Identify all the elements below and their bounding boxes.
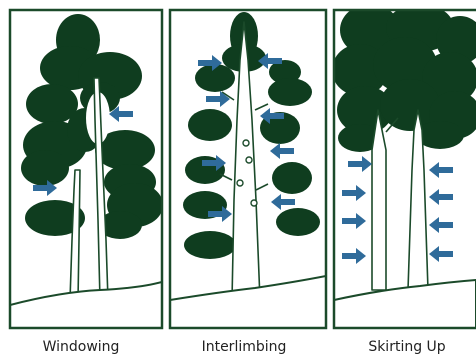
caption-windowing: Windowing [2,336,160,358]
arrow-icon [429,189,453,205]
ground-windowing [10,282,162,330]
arrow-icon [348,156,372,172]
caption-skirting-up: Skirting Up [328,336,476,358]
trunk-skirting-up [372,110,428,290]
arrow-icon [429,246,453,262]
caption-interlimbing: Interlimbing [165,336,323,358]
panel-windowing [10,10,163,330]
arrow-icon [342,185,366,201]
foliage-skirting-up [332,4,476,152]
arrow-icon [342,248,366,264]
ground-skirting-up [334,280,476,330]
arrows-skirting-up [342,156,453,264]
arrow-icon [342,213,366,229]
panel-skirting-up [332,4,476,330]
arrow-icon [429,162,453,178]
panel-interlimbing [170,10,326,330]
arrow-icon [270,143,294,159]
arrow-icon [429,217,453,233]
arrow-icon [271,194,295,210]
arrow-icon [206,91,230,107]
